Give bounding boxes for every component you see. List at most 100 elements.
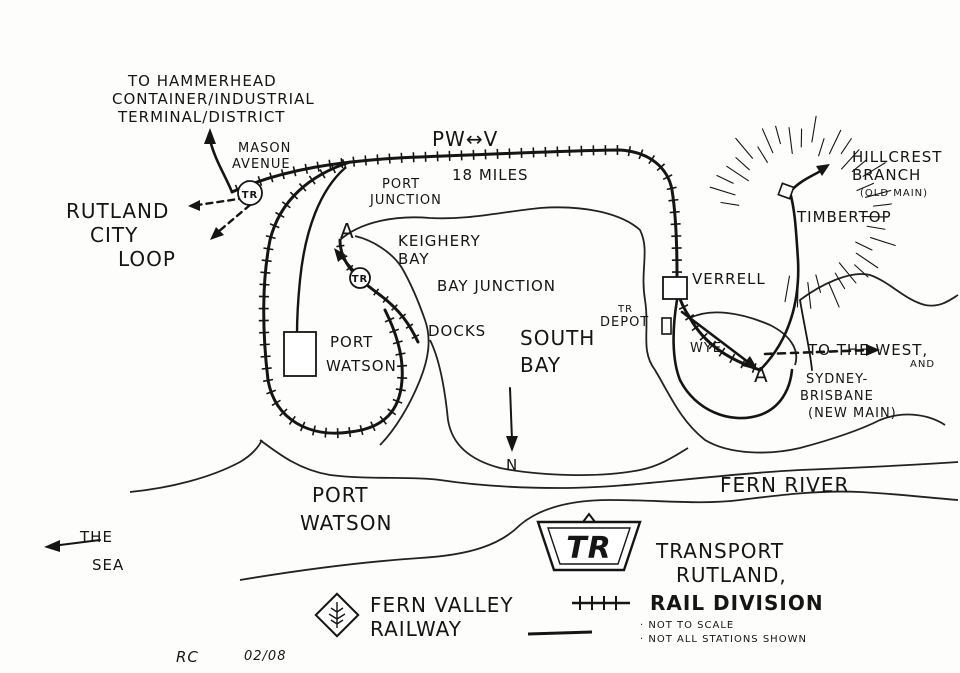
transport-rutland-logo: TR xyxy=(536,512,642,572)
city-loop-arrow-icon xyxy=(188,200,200,211)
svg-text:TR: TR xyxy=(617,304,633,315)
svg-text:BRANCH: BRANCH xyxy=(852,166,921,184)
docks-label: DOCKS xyxy=(428,322,486,340)
port-watson-spur xyxy=(295,166,347,337)
svg-text:CITY: CITY xyxy=(90,223,138,247)
sea-arrow-icon xyxy=(44,540,60,552)
tr-depot-building xyxy=(661,317,672,335)
hillcrest-branch-track xyxy=(758,168,824,372)
city-loop-link xyxy=(196,196,247,207)
map-notes: · NOT TO SCALE · NOT ALL STATIONS SHOWN xyxy=(640,620,807,645)
svg-text:RUTLAND: RUTLAND xyxy=(66,199,169,223)
verrell-station-building xyxy=(662,276,688,300)
svg-text:AVENUE: AVENUE xyxy=(232,157,291,172)
eastern-hills-shore xyxy=(799,273,959,307)
svg-text:LOOP: LOOP xyxy=(118,247,176,271)
tr-badge-bay-junction: TR xyxy=(349,267,371,289)
north-arrow-icon xyxy=(506,436,518,452)
timbertop-line xyxy=(799,299,813,371)
north-arrow xyxy=(509,387,513,441)
wye-track xyxy=(672,298,794,420)
wye-leg xyxy=(680,310,750,364)
svg-text:(OLD MAIN): (OLD MAIN) xyxy=(860,188,928,199)
fern-valley-title: FERN VALLEY RAILWAY xyxy=(370,593,514,641)
keighery-arrow-icon xyxy=(334,248,346,262)
south-bay-label: SOUTH BAY xyxy=(520,326,595,377)
fern-valley-legend-line xyxy=(527,630,593,636)
south-bay-shore xyxy=(429,339,689,476)
svg-text:SOUTH: SOUTH xyxy=(520,326,595,350)
svg-text:RC: RC xyxy=(176,648,199,666)
svg-text:THE: THE xyxy=(79,528,113,546)
svg-text:TO HAMMERHEAD: TO HAMMERHEAD xyxy=(127,72,277,90)
svg-text:BAY: BAY xyxy=(398,250,430,268)
svg-text:DEPOT: DEPOT xyxy=(600,315,649,330)
tr-depot-label: TR DEPOT xyxy=(600,304,649,330)
transport-rutland-title: TRANSPORT RUTLAND, xyxy=(655,539,786,587)
city-loop-arrow-icon-2 xyxy=(210,227,224,240)
marker-a-east: A xyxy=(754,363,769,387)
svg-text:WATSON: WATSON xyxy=(300,511,392,535)
port-junction-label: PORT JUNCTION xyxy=(369,177,442,208)
rutland-city-loop-label: RUTLAND CITY LOOP xyxy=(66,199,176,271)
hill-hatching xyxy=(709,115,896,309)
svg-text:02/08: 02/08 xyxy=(244,649,286,664)
svg-text:BAY: BAY xyxy=(520,353,561,377)
svg-text:HILLCREST: HILLCREST xyxy=(852,148,942,166)
north-label: N xyxy=(506,456,518,474)
port-watson-water-label: PORT WATSON xyxy=(300,483,392,535)
svg-text:FERN VALLEY: FERN VALLEY xyxy=(370,593,514,617)
to-the-west-label: TO THE WEST, xyxy=(807,341,928,359)
hammerhead-arrow-icon xyxy=(204,128,216,144)
port-watson-station-label: PORT WATSON xyxy=(326,333,397,375)
verrell-label: VERRELL xyxy=(692,270,766,288)
bay-junction-label: BAY JUNCTION xyxy=(437,277,556,295)
city-loop-link-2 xyxy=(216,203,252,234)
svg-text:RAIL DIVISION: RAIL DIVISION xyxy=(650,591,824,615)
wye-label: WYE xyxy=(690,341,722,356)
svg-text:PORT: PORT xyxy=(382,177,420,192)
svg-text:WATSON: WATSON xyxy=(326,357,397,375)
port-watson-line-track xyxy=(262,160,404,435)
fern-leaf-icon xyxy=(328,602,346,628)
timbertop-station-building xyxy=(777,182,795,200)
svg-text:TR: TR xyxy=(352,274,369,285)
port-watson-station-building xyxy=(283,331,317,377)
svg-text:TERMINAL/DISTRICT: TERMINAL/DISTRICT xyxy=(117,108,285,126)
timbertop-label: TIMBERTOP xyxy=(796,208,892,226)
rail-division-legend: RAIL DIVISION xyxy=(572,591,824,615)
svg-text:TR: TR xyxy=(242,190,259,201)
svg-text:MASON: MASON xyxy=(238,141,291,156)
marker-a-west: A xyxy=(340,219,355,243)
svg-text:KEIGHERY: KEIGHERY xyxy=(398,232,481,250)
river-north-shore xyxy=(259,439,959,489)
pw-v-label: PW↔V xyxy=(432,127,498,151)
svg-text:PORT: PORT xyxy=(312,483,368,507)
track-ties xyxy=(234,145,757,439)
svg-text:BRISBANE: BRISBANE xyxy=(800,389,874,404)
and-label: AND xyxy=(910,359,935,370)
sydney-brisbane-label: SYDNEY- BRISBANE (NEW MAIN) xyxy=(800,372,897,421)
harbour-shoreline xyxy=(339,206,946,454)
keighery-bay-label: KEIGHERY BAY xyxy=(398,232,481,268)
svg-text:SYDNEY-: SYDNEY- xyxy=(806,372,868,387)
svg-text:(NEW MAIN): (NEW MAIN) xyxy=(808,406,897,421)
sea-arrow xyxy=(59,539,101,546)
hillcrest-branch-label: HILLCREST BRANCH (OLD MAIN) xyxy=(852,148,942,199)
svg-text:SEA: SEA xyxy=(92,556,124,574)
keighery-point-shore xyxy=(354,235,430,446)
west-shore xyxy=(129,439,263,493)
the-sea-label: THE SEA xyxy=(79,528,124,574)
island-shore xyxy=(689,311,798,366)
svg-text:PORT: PORT xyxy=(330,333,373,351)
signature: RC 02/08 xyxy=(176,648,286,666)
fern-river-label: FERN RIVER xyxy=(720,473,849,497)
new-main-line xyxy=(763,348,872,356)
fern-valley-logo xyxy=(314,592,360,638)
hammerhead-branch xyxy=(208,138,234,194)
svg-text:JUNCTION: JUNCTION xyxy=(369,193,442,208)
svg-text:· NOT ALL STATIONS SHOWN: · NOT ALL STATIONS SHOWN xyxy=(640,634,807,645)
svg-text:TR: TR xyxy=(566,531,612,566)
